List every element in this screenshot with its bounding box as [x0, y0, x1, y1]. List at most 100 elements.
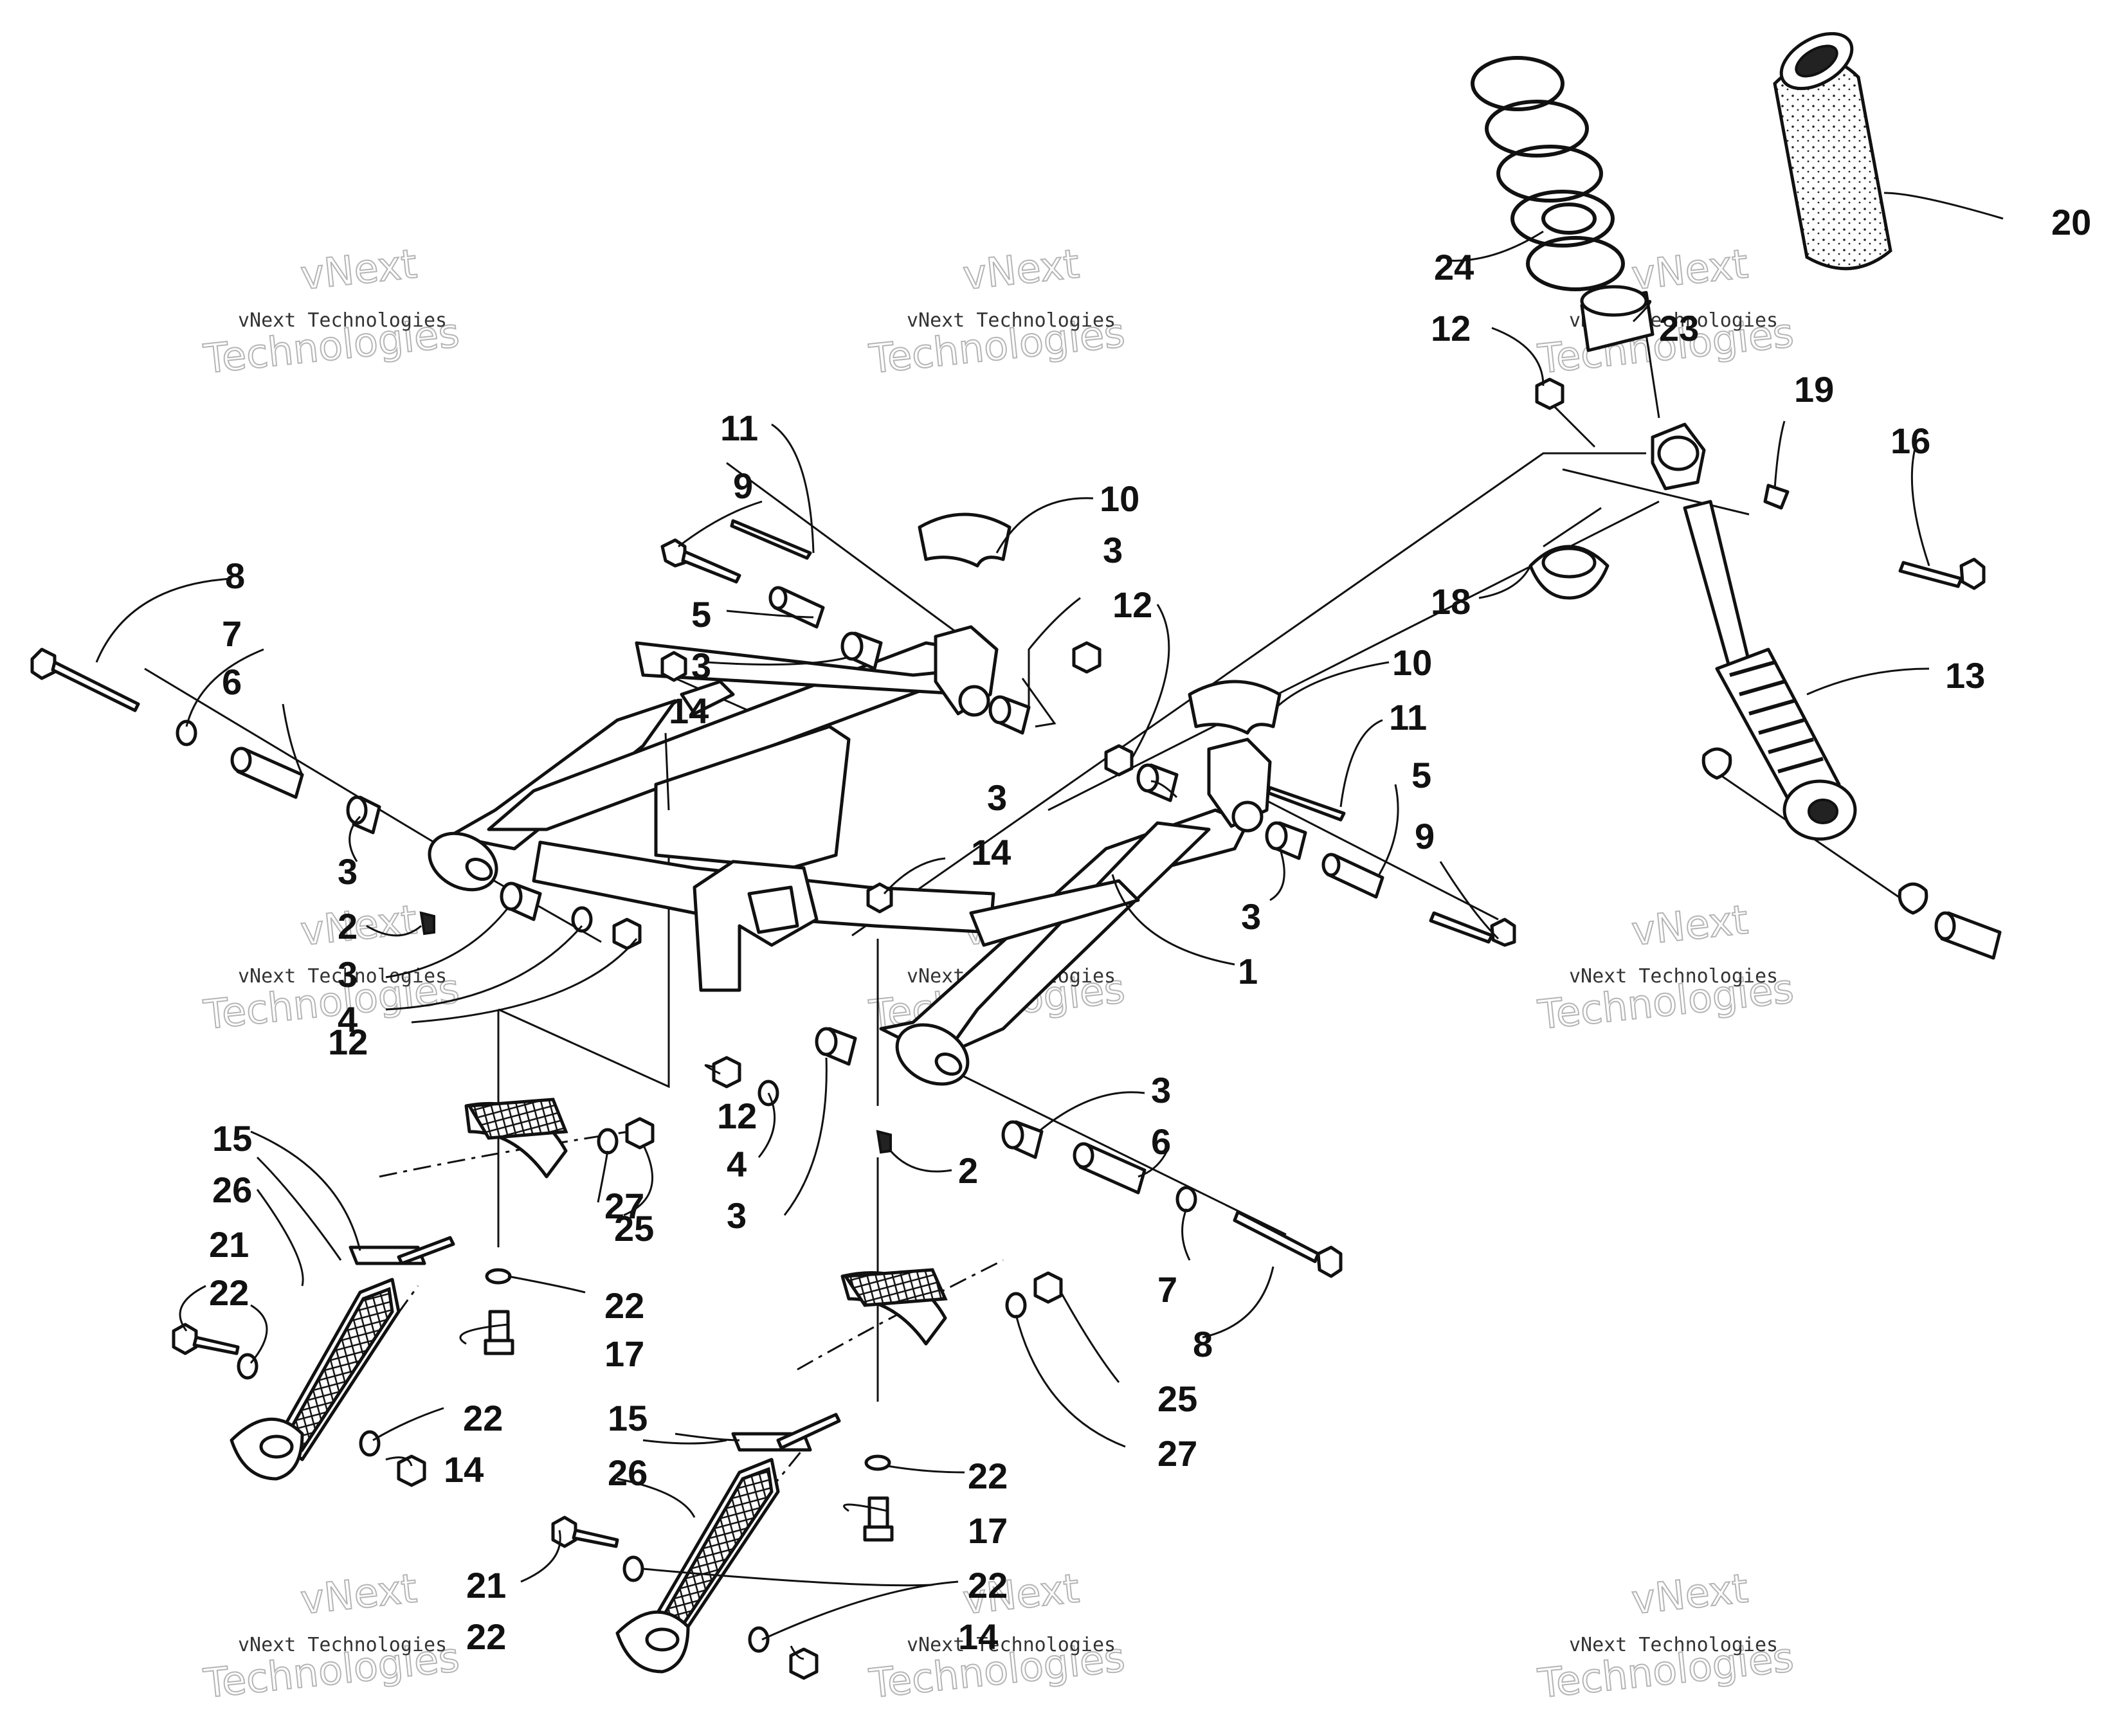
callout-label: 1 [1238, 951, 1258, 991]
bolt-16 [1959, 557, 1986, 590]
watermark-small-text: vNext Technologies [1569, 965, 1778, 988]
nut-12-rear-right [1104, 744, 1134, 777]
callout-label: 20 [2051, 202, 2091, 242]
watermark-6: Technologies vNext vNext Technologies [1535, 895, 1797, 1039]
callout-label: 25 [1157, 1379, 1197, 1419]
callout-label: 23 [1659, 308, 1699, 348]
watermark-9: Technologies vNext vNext Technologies [1535, 1564, 1797, 1708]
bolt-8-left [30, 647, 57, 680]
callout-label: 7 [222, 613, 242, 654]
callout-label: 3 [987, 777, 1007, 818]
shock-assembly [1471, 32, 2002, 960]
callout-label: 15 [608, 1398, 648, 1438]
bolt-21-right [551, 1515, 577, 1548]
callout-label: 4 [338, 999, 358, 1040]
watermark-large-text: vNext [1629, 240, 1750, 299]
callout-label: 19 [1794, 369, 1834, 410]
shock-washer-left [1701, 747, 1732, 780]
callout-label: 3 [1241, 896, 1261, 937]
grease-fitting-2-left [419, 911, 435, 936]
callout-label: 26 [212, 1170, 252, 1210]
callout-label: 8 [225, 556, 245, 596]
watermark-small-text: vNext Technologies [238, 965, 447, 988]
bumper-10-right [1188, 680, 1282, 735]
callout-label: 6 [1151, 1121, 1171, 1162]
nut-14-left [660, 651, 687, 682]
callout-label: 7 [1157, 1269, 1177, 1310]
callout-label: 2 [338, 906, 358, 946]
watermark-1: Technologies vNext vNext Technologies [201, 239, 462, 383]
watermark-small-text: vNext Technologies [907, 309, 1116, 332]
right-rear-hardware [866, 680, 1516, 947]
callout-label: 14 [444, 1449, 484, 1490]
callout-label: 17 [968, 1510, 1008, 1551]
callout-label: 8 [1193, 1324, 1213, 1364]
callout-label: 5 [691, 594, 711, 635]
washer-7-left [176, 719, 197, 746]
bolt-9-right [1490, 918, 1516, 947]
callout-label: 11 [1389, 697, 1427, 737]
callout-label: 22 [968, 1565, 1008, 1605]
watermark-large-text: vNext [298, 896, 419, 955]
callout-label: 22 [968, 1456, 1008, 1496]
callout-label: 21 [209, 1224, 249, 1265]
watermark-small-text: vNext Technologies [238, 1634, 447, 1656]
cotter-pin-11-right [1266, 786, 1346, 822]
callout-label: 3 [1151, 1070, 1171, 1110]
callout-label: 14 [971, 832, 1011, 873]
shock-rod [1683, 500, 1751, 671]
callout-label: 2 [958, 1150, 978, 1191]
callout-label: 15 [212, 1118, 252, 1159]
leader-lines [95, 192, 2004, 1660]
nut-12-left [612, 918, 642, 950]
callout-label: 12 [1431, 308, 1471, 348]
cotter-pin-11-left [730, 519, 812, 560]
nut-25-right [1033, 1271, 1063, 1304]
callout-label: 22 [209, 1272, 249, 1313]
callout-label: 22 [604, 1285, 644, 1326]
nut-12-shock [1535, 377, 1564, 410]
bumper-10-left [918, 512, 1011, 568]
watermark-large-text: vNext [298, 240, 419, 299]
shock-washer-right [1898, 882, 1928, 915]
washer-22-left-b [485, 1268, 512, 1285]
nut-25-left [625, 1117, 655, 1150]
watermark-large-text: vNext [1629, 1564, 1750, 1623]
washer-22-right-b [864, 1454, 891, 1471]
callout-label: 6 [222, 662, 242, 702]
watermark-small-text: vNext Technologies [238, 309, 447, 332]
washer-27-right [1005, 1292, 1027, 1319]
callout-label: 27 [604, 1186, 644, 1226]
swing-arm-frame [428, 625, 1272, 1086]
callout-label: 13 [1945, 655, 1985, 696]
callout-label: 16 [1891, 420, 1930, 461]
callout-label: 10 [1100, 478, 1139, 519]
callout-label: 3 [1103, 530, 1123, 570]
footrest-right [551, 1268, 1063, 1680]
callout-label: 27 [1157, 1433, 1197, 1474]
watermark-large-text: vNext [961, 240, 1082, 299]
watermark-large-text: vNext [298, 1564, 419, 1623]
callout-label: 3 [691, 646, 711, 686]
watermark-7: Technologies vNext vNext Technologies [201, 1564, 462, 1708]
washer-22-left-c [359, 1430, 381, 1457]
callout-label: 25 [614, 1208, 654, 1249]
callout-label: 4 [727, 1144, 747, 1184]
spring-24 [1471, 56, 1625, 291]
callout-label: 3 [338, 851, 358, 892]
watermark-small-text: vNext Technologies [907, 1634, 1116, 1656]
washer-22-right-c [748, 1626, 770, 1653]
callout-label: 22 [466, 1616, 506, 1657]
watermark-small-text: vNext Technologies [1569, 1634, 1778, 1656]
callout-label: 24 [1434, 247, 1474, 287]
right-front-hardware [712, 1027, 1343, 1278]
callout-labels: 1 2 2 3 3 3 3 3 3 3 3 4 4 5 5 6 6 7 7 8 … [209, 202, 2091, 1657]
callout-label: 3 [338, 954, 358, 995]
callout-label: 18 [1431, 581, 1471, 622]
washer-7-right [1175, 1186, 1197, 1213]
callout-label: 12 [717, 1096, 757, 1136]
callout-label: 26 [608, 1452, 648, 1493]
washer-4-left [571, 906, 593, 933]
bolt-17-right [867, 1496, 889, 1529]
